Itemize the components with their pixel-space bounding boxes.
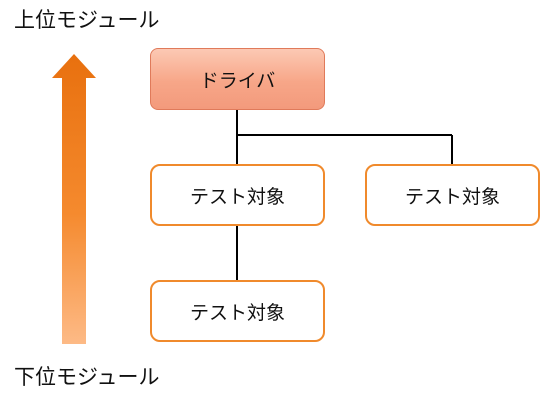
test-target-node: テスト対象 xyxy=(365,164,540,226)
driver-node: ドライバ xyxy=(150,48,325,110)
upper-module-label: 上位モジュール xyxy=(14,8,160,32)
driver-label: ドライバ xyxy=(199,69,276,92)
test-target-node: テスト対象 xyxy=(150,280,325,342)
test-target-label: テスト対象 xyxy=(404,185,500,208)
test-target-label: テスト対象 xyxy=(189,185,285,208)
test-target-node: テスト対象 xyxy=(150,164,325,226)
test-target-label: テスト対象 xyxy=(189,301,285,324)
upward-arrow xyxy=(52,54,96,344)
lower-module-label: 下位モジュール xyxy=(14,365,160,389)
